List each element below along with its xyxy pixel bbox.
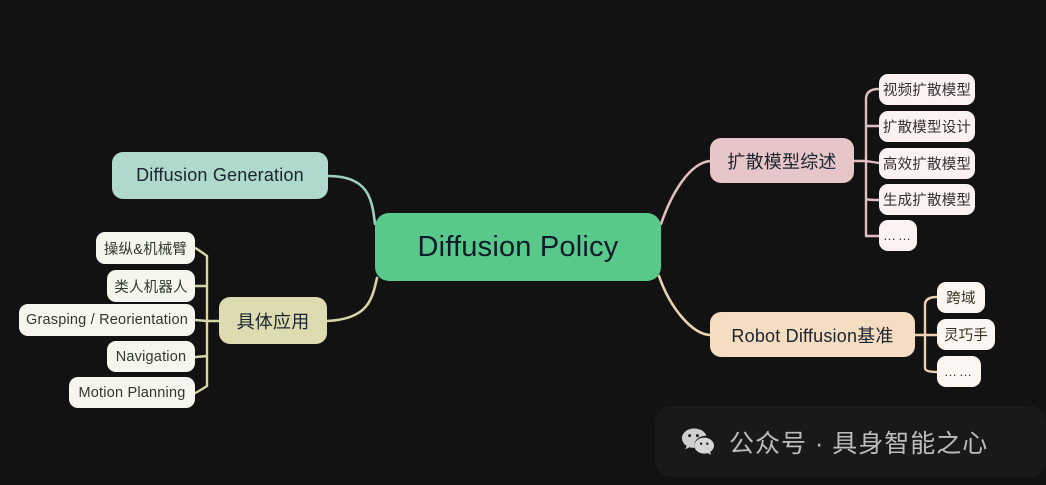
node-navigation[interactable]: Navigation	[107, 341, 195, 372]
node-diffusion-model-survey-label: 扩散模型综述	[727, 151, 837, 172]
node-generative-diffusion-model-label: 生成扩散模型	[882, 193, 972, 209]
node-root[interactable]: Diffusion Policy	[375, 213, 661, 281]
node-diffusion-model-design[interactable]: 扩散模型设计	[879, 111, 975, 142]
node-video-diffusion-model-label: 视频扩散模型	[882, 83, 972, 99]
node-efficient-diffusion-model-label: 高效扩散模型	[882, 157, 972, 173]
edge-diffusion-generation	[326, 174, 377, 226]
edge-diffusion-model-survey	[659, 159, 712, 226]
node-diffusion-model-design-label: 扩散模型设计	[882, 120, 972, 136]
node-concrete-applications[interactable]: 具体应用	[219, 297, 327, 344]
node-navigation-label: Navigation	[115, 348, 187, 365]
node-dexterous-hand-label: 灵巧手	[943, 328, 989, 344]
node-diffusion-generation-label: Diffusion Generation	[136, 165, 304, 185]
node-grasping-reorientation-label: Grasping / Reorientation	[26, 312, 188, 328]
node-manipulation-arm[interactable]: 操纵&机械臂	[96, 232, 195, 264]
wechat-icon	[682, 428, 714, 455]
node-video-diffusion-model[interactable]: 视频扩散模型	[879, 74, 975, 105]
node-manipulation-arm-label: 操纵&机械臂	[103, 241, 188, 258]
node-diffusion-generation[interactable]: Diffusion Generation	[112, 152, 328, 199]
node-cross-domain[interactable]: 跨域	[937, 282, 985, 313]
node-root-label: Diffusion Policy	[417, 230, 619, 263]
node-grasping-reorientation[interactable]: Grasping / Reorientation	[19, 304, 195, 336]
node-concrete-applications-label: 具体应用	[236, 311, 310, 332]
watermark-text: 公众号 · 具身智能之心	[729, 429, 989, 458]
node-more-survey-label: ……	[883, 228, 913, 243]
node-motion-planning-label: Motion Planning	[78, 384, 186, 401]
node-robot-diffusion-benchmark[interactable]: Robot Diffusion基准	[710, 312, 915, 357]
edge-concrete-applications	[325, 276, 379, 323]
node-more-benchmark[interactable]: ……	[937, 356, 981, 387]
node-diffusion-model-survey[interactable]: 扩散模型综述	[710, 138, 854, 183]
watermark-badge: 公众号 · 具身智能之心	[655, 406, 1046, 477]
node-generative-diffusion-model[interactable]: 生成扩散模型	[879, 184, 975, 215]
node-dexterous-hand[interactable]: 灵巧手	[937, 319, 995, 350]
edge-bracket-applications	[193, 246, 221, 395]
edge-robot-diffusion-benchmark	[657, 274, 712, 337]
node-more-benchmark-label: ……	[944, 364, 974, 379]
node-cross-domain-label: 跨域	[946, 291, 976, 307]
node-humanoid-robot[interactable]: 类人机器人	[107, 270, 195, 302]
node-humanoid-robot-label: 类人机器人	[114, 279, 188, 296]
node-more-survey[interactable]: ……	[879, 220, 917, 251]
node-efficient-diffusion-model[interactable]: 高效扩散模型	[879, 148, 975, 179]
edge-bracket-benchmark	[913, 295, 939, 374]
edge-bracket-survey	[852, 87, 881, 238]
node-robot-diffusion-benchmark-label: Robot Diffusion基准	[731, 325, 894, 346]
node-motion-planning[interactable]: Motion Planning	[69, 377, 195, 408]
